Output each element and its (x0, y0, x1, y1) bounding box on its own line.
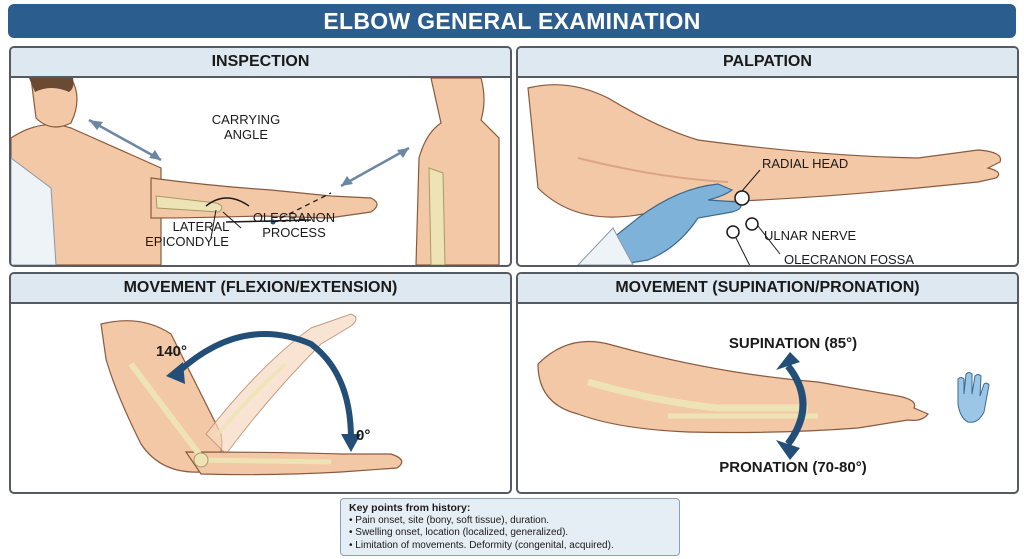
supination-label: SUPINATION (85°) (729, 335, 857, 352)
key-points-title: Key points from history: (349, 502, 471, 514)
flexion-illustration: 140° 0° (100, 313, 403, 476)
range-arrow-head-bottom (341, 434, 361, 452)
olecranon-process-label-2: PROCESS (262, 225, 326, 240)
olecranon-fossa-label: OLECRANON FOSSA (784, 252, 914, 265)
carrying-angle-label-2: ANGLE (224, 127, 268, 142)
carrying-angle-label-1: CARRYING (212, 112, 280, 127)
axis-arrow-right (340, 146, 410, 188)
supination-panel: MOVEMENT (SUPINATION/PRONATION) SUPINATI… (516, 272, 1019, 494)
rotating-forearm (537, 340, 929, 434)
ulnar-nerve-marker (726, 225, 740, 239)
axis-arrow-left (88, 118, 162, 162)
radial-head-label: RADIAL HEAD (762, 156, 848, 171)
flexion-max-label: 140° (156, 343, 187, 360)
examiner-sleeve (577, 227, 634, 265)
page-title: ELBOW GENERAL EXAMINATION (8, 4, 1016, 38)
supination-header: MOVEMENT (SUPINATION/PRONATION) (518, 274, 1017, 304)
lateral-epicondyle-label-2: EPICONDYLE (145, 234, 229, 249)
ulnar-nerve-label: ULNAR NERVE (764, 228, 857, 243)
rotation-arrow (785, 363, 807, 447)
palpated-arm (527, 84, 1002, 218)
inspection-illustration: CARRYING ANGLE LATERAL EPICONDYLE OLECRA… (11, 78, 500, 265)
patient-side-view (415, 78, 500, 265)
range-arc (173, 331, 354, 440)
lateral-epicondyle-label-1: LATERAL (173, 219, 230, 234)
hand-icon (957, 372, 990, 423)
supination-illustration: SUPINATION (85°) PRONATION (70-80°) (537, 335, 990, 476)
flexion-panel: MOVEMENT (FLEXION/EXTENSION) 140° 0° (9, 272, 512, 494)
key-point-item: • Pain onset, site (bony, soft tissue), … (349, 514, 550, 526)
palpation-illustration: RADIAL HEAD OLECRANON FOSSA (527, 84, 1002, 265)
radial-head-marker (734, 190, 750, 206)
key-points-box: Key points from history: • Pain onset, s… (340, 498, 680, 556)
inspection-panel: INSPECTION CARRYING ANGLE LATERAL EPICON… (9, 46, 512, 267)
flexion-header: MOVEMENT (FLEXION/EXTENSION) (11, 274, 510, 304)
carrying-angle-dash (280, 192, 332, 219)
carrying-angle-arc (205, 197, 250, 207)
carrying-angle-line (225, 219, 312, 223)
olecranon-fossa-marker (745, 217, 759, 231)
flexion-min-label: 0° (356, 427, 370, 444)
pronation-label: PRONATION (70-80°) (719, 459, 866, 476)
examiner-coat (11, 157, 57, 265)
inspection-header: INSPECTION (11, 48, 510, 78)
humerus-bone (155, 195, 223, 213)
palpation-header: PALPATION (518, 48, 1017, 78)
flexed-forearm-ghost (205, 313, 357, 455)
key-point-item: • Limitation of movements. Deformity (co… (349, 539, 614, 551)
range-arrow-head-top (166, 362, 185, 384)
key-point-item: • Swelling onset, location (localized, g… (349, 527, 569, 538)
palpation-panel: PALPATION RADIAL HEAD OLECRANON FOSSA UL… (516, 46, 1019, 267)
olecranon-process-label-1: OLECRANON (253, 210, 335, 225)
patient-hair (29, 78, 74, 92)
